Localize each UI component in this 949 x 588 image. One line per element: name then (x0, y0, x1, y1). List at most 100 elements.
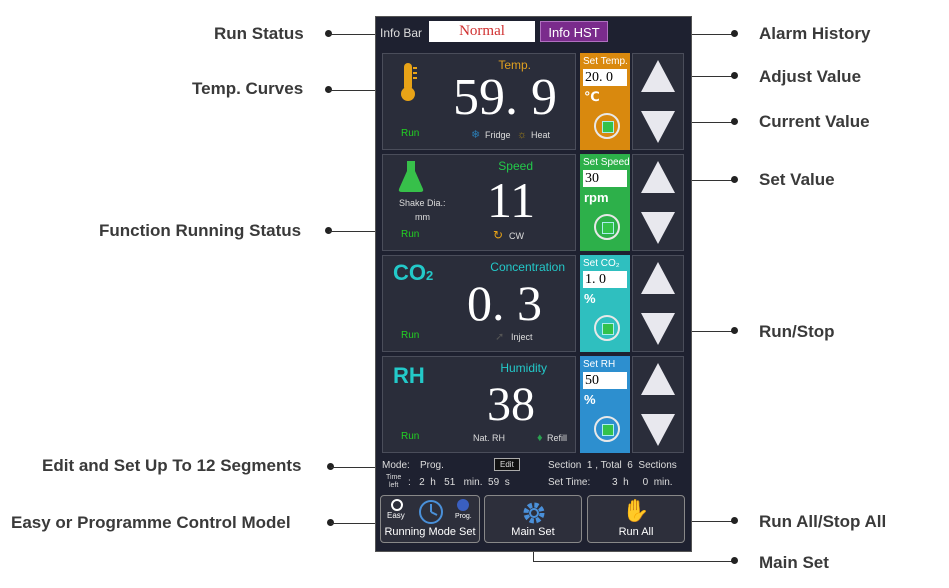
time-left-value: : 2 h 51 min. 59 s (408, 477, 510, 488)
temp-increase-button[interactable] (641, 60, 675, 92)
leader-line (533, 542, 534, 562)
leader-dot (731, 517, 738, 524)
running-mode-set-label: Running Mode Set (384, 526, 476, 538)
temp-adjust-buttons (632, 53, 684, 150)
co2-icon-subscript: 2 (426, 268, 434, 283)
callout-current-value: Current Value (759, 112, 870, 131)
temp-panel[interactable]: Temp. 59. 9 Run ❄ Fridge ☼ Heat (382, 53, 576, 150)
leader-line (533, 561, 732, 562)
run-all-label: Run All (618, 526, 654, 538)
speed-run-status: Run (401, 229, 420, 240)
leader-dot (731, 118, 738, 125)
temp-unit: ℃ (584, 89, 600, 104)
co2-run-status: Run (401, 330, 420, 341)
temp-title: Temp. (498, 58, 531, 72)
rh-run-status: Run (401, 431, 420, 442)
co2-title: Concentration (490, 260, 565, 274)
speed-run-stop-button[interactable] (594, 214, 620, 240)
leader-line (331, 523, 391, 524)
leader-dot (327, 463, 334, 470)
set-co2-label: Set CO₂ (583, 258, 620, 269)
info-bar-label: Info Bar (380, 26, 423, 40)
callout-alarm-history: Alarm History (759, 24, 871, 43)
temp-current-value: 59. 9 (453, 69, 557, 126)
edit-button[interactable]: Edit (494, 458, 520, 471)
main-set-label: Main Set (511, 526, 555, 538)
run-status-field: Normal (429, 21, 535, 42)
leader-line (329, 231, 404, 232)
temp-run-stop-button[interactable] (594, 113, 620, 139)
set-co2-input[interactable]: 1. 0 (583, 271, 627, 288)
speed-increase-button[interactable] (641, 161, 675, 193)
info-hst-button[interactable]: Info HST (540, 21, 608, 42)
easy-mode-icon (391, 499, 403, 511)
set-speed-label: Set Speed (583, 157, 630, 168)
rh-run-stop-button[interactable] (594, 416, 620, 442)
speed-unit: rpm (584, 190, 609, 205)
prog-mode-icon (457, 499, 469, 511)
leader-dot (731, 176, 738, 183)
co2-icon-text: CO (393, 260, 426, 285)
co2-icon: CO2 (393, 260, 433, 286)
refill-label: Refill (547, 433, 568, 443)
callout-adjust-value: Adjust Value (759, 67, 862, 86)
set-time-value: 3 h 0 min. (612, 477, 673, 488)
leader-dot (325, 30, 332, 37)
fridge-label: Fridge (485, 130, 511, 140)
set-temp-input[interactable]: 20. 0 (583, 69, 627, 86)
callout-set-value: Set Value (759, 170, 835, 189)
mode-value: Prog. (420, 460, 444, 471)
co2-panel[interactable]: CO2 Concentration 0. 3 Run ➚ Inject (382, 255, 576, 352)
inject-icon: ➚ (495, 331, 505, 343)
leader-dot (731, 557, 738, 564)
thermometer-icon (401, 63, 417, 101)
running-mode-set-button[interactable]: Easy Prog. Running Mode Set (380, 495, 480, 543)
set-time-label: Set Time: (548, 477, 591, 488)
speed-panel[interactable]: Shake Dia.: mm Speed 11 Run ↻ CW (382, 154, 576, 251)
heat-label: Heat (531, 130, 551, 140)
info-bar: Info Bar Normal Info HST (376, 17, 691, 47)
prog-label: Prog. (455, 513, 472, 520)
shake-diameter-unit: mm (415, 212, 430, 222)
co2-run-stop-button[interactable] (594, 315, 620, 341)
rh-decrease-button[interactable] (641, 414, 675, 446)
direction-label: CW (509, 231, 524, 241)
co2-current-value: 0. 3 (467, 275, 542, 331)
callout-control-model: Easy or Programme Control Model (11, 513, 291, 532)
co2-unit: % (584, 291, 596, 306)
co2-decrease-button[interactable] (641, 313, 675, 345)
rh-panel[interactable]: RH Humidity 38 Run Nat. RH ♦ Refill (382, 356, 576, 453)
rh-increase-button[interactable] (641, 363, 675, 395)
co2-increase-button[interactable] (641, 262, 675, 294)
shake-diameter-label: Shake Dia.: (399, 198, 446, 208)
set-co2-box: Set CO₂ 1. 0 % (580, 255, 630, 352)
leader-dot (731, 327, 738, 334)
speed-title: Speed (498, 159, 533, 173)
nat-rh-label: Nat. RH (473, 433, 506, 443)
callout-run-status: Run Status (214, 24, 304, 43)
set-rh-label: Set RH (583, 359, 616, 370)
run-all-button[interactable]: ✋ Run All (587, 495, 685, 543)
set-rh-input[interactable]: 50 (583, 372, 627, 389)
set-speed-input[interactable]: 30 (583, 170, 627, 187)
main-set-button[interactable]: Main Set (484, 495, 582, 543)
gear-icon (523, 502, 545, 524)
temp-decrease-button[interactable] (641, 111, 675, 143)
leader-dot (325, 86, 332, 93)
leader-dot (731, 30, 738, 37)
section-info: Section 1 , Total 6 Sections (548, 460, 677, 471)
rh-title: Humidity (500, 361, 547, 375)
control-panel-screen: Info Bar Normal Info HST Temp. 59. 9 Run… (375, 16, 692, 552)
callout-run-all-stop-all: Run All/Stop All (759, 512, 887, 531)
temp-run-status: Run (401, 128, 420, 139)
speed-adjust-buttons (632, 154, 684, 251)
refill-icon: ♦ (537, 432, 543, 444)
hand-icon: ✋ (622, 498, 650, 523)
time-left-label-2: left (388, 482, 399, 489)
inject-label: Inject (511, 332, 533, 342)
callout-edit-segments: Edit and Set Up To 12 Segments (42, 456, 302, 475)
speed-current-value: 11 (487, 172, 536, 228)
set-temp-box: Set Temp. 20. 0 ℃ (580, 53, 630, 150)
speed-decrease-button[interactable] (641, 212, 675, 244)
